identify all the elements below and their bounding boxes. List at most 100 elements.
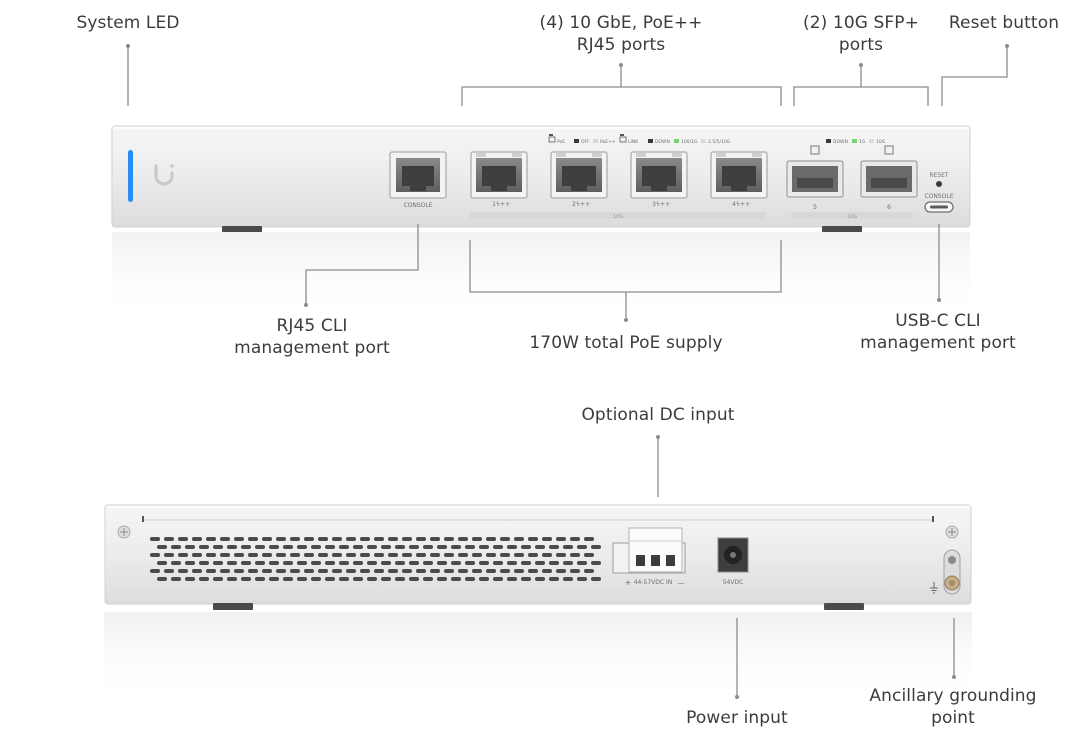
vent-slot: [465, 577, 475, 581]
vent-slot: [353, 561, 363, 565]
vent-slot: [360, 569, 370, 573]
legend-text: DOWN: [833, 139, 848, 145]
vent-slot: [535, 545, 545, 549]
vent-slot: [507, 545, 517, 549]
vent-slot: [171, 545, 181, 549]
vent-slot: [563, 561, 573, 565]
callout-grounding: Ancillary grounding point: [858, 685, 1048, 729]
rear-foot: [213, 603, 253, 610]
ground-symbol-icon: [930, 582, 938, 594]
vent-slot: [423, 561, 433, 565]
vent-slot: [367, 545, 377, 549]
vent-slot: [514, 553, 524, 557]
callout-line: (2) 10G SFP+: [803, 13, 919, 33]
vent-slot: [416, 553, 426, 557]
vent-slot: [591, 577, 601, 581]
vent-slot: [178, 553, 188, 557]
callout-line: Optional DC input: [581, 405, 735, 425]
vent-slot: [367, 577, 377, 581]
vent-slot: [164, 537, 174, 541]
vent-slot: [150, 537, 160, 541]
legend-text: OFF: [581, 139, 590, 145]
vent-slot: [416, 569, 426, 573]
vent-slot: [360, 553, 370, 557]
vent-slot: [276, 537, 286, 541]
vent-slot: [255, 577, 265, 581]
vent-slot: [472, 537, 482, 541]
callout-rj45-cli: RJ45 CLI management port: [222, 315, 402, 359]
vent-slot: [164, 553, 174, 557]
vent-slot: [577, 561, 587, 565]
vent-slot: [346, 537, 356, 541]
rj45-port: [470, 151, 528, 199]
callout-line: management port: [860, 333, 1016, 353]
vent-slot: [570, 569, 580, 573]
rear-leader-lines: [657, 437, 955, 697]
port-number-label: 4: [732, 201, 736, 208]
vent-slot: [227, 577, 237, 581]
reset-label: RESET: [929, 172, 949, 179]
vent-slot: [325, 577, 335, 581]
rear-panel: [104, 504, 972, 702]
callout-line: management port: [234, 338, 390, 358]
poe-mark: ϟ++: [736, 201, 750, 208]
screw-icon: [117, 525, 131, 539]
rj45-port: [710, 151, 768, 199]
rj45-speed-bar: [470, 212, 766, 219]
vent-slot: [367, 561, 377, 565]
dc-terminal-label: 44-57VDC IN: [634, 579, 673, 586]
vent-slot: [255, 561, 265, 565]
callout-line: RJ45 CLI: [276, 316, 348, 336]
rear-chassis: [104, 504, 972, 605]
vent-slot: [339, 561, 349, 565]
sfp-port: [786, 145, 844, 198]
vent-slot: [563, 545, 573, 549]
legend-text: 10G: [876, 139, 886, 145]
vent-slot: [514, 569, 524, 573]
vent-slot: [241, 561, 251, 565]
vent-slot: [290, 553, 300, 557]
vent-slot: [437, 545, 447, 549]
dc-power-jack: [717, 537, 749, 573]
dc-jack-label: 54VDC: [723, 579, 744, 586]
vent-slot: [486, 569, 496, 573]
legend-text: 2.5/5/10G: [708, 139, 731, 145]
vent-slot: [465, 561, 475, 565]
vent-slot: [584, 537, 594, 541]
vent-slot: [479, 545, 489, 549]
vent-slot: [500, 569, 510, 573]
vent-slot: [304, 569, 314, 573]
callout-line: Ancillary grounding: [869, 686, 1037, 706]
vent-slot: [269, 561, 279, 565]
vent-slot: [381, 545, 391, 549]
vent-slot: [542, 537, 552, 541]
vent-slot: [451, 545, 461, 549]
callout-line: USB-C CLI: [895, 311, 981, 331]
vent-slot: [325, 545, 335, 549]
vent-slot: [304, 553, 314, 557]
leader-dots: [656, 435, 956, 699]
vent-slot: [430, 537, 440, 541]
vent-slot: [283, 545, 293, 549]
vent-slot: [374, 537, 384, 541]
vent-slot: [549, 545, 559, 549]
vent-slot: [479, 577, 489, 581]
vent-slot: [395, 545, 405, 549]
vent-slot: [451, 561, 461, 565]
vent-slot: [423, 545, 433, 549]
legend-text: 100/1G: [681, 139, 698, 145]
vent-slot: [479, 561, 489, 565]
rj45-port: [550, 151, 608, 199]
sfp-bar-label: 10G: [847, 214, 857, 220]
vent-slot: [591, 561, 601, 565]
vent-slot: [227, 545, 237, 549]
vent-slot: [465, 545, 475, 549]
vent-slot: [269, 577, 279, 581]
vent-slot: [395, 577, 405, 581]
vent-slot: [549, 577, 559, 581]
vent-slot: [542, 569, 552, 573]
vent-slot: [528, 553, 538, 557]
vent-slot: [458, 553, 468, 557]
vent-slot: [507, 577, 517, 581]
